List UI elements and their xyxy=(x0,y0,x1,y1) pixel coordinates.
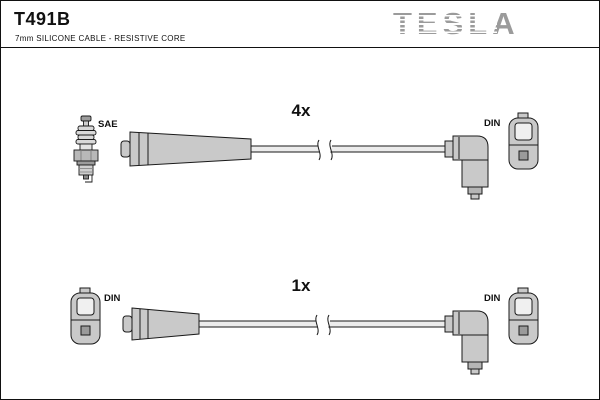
din-terminal-icon-left xyxy=(70,287,101,345)
cable-line xyxy=(198,314,446,336)
cable-break xyxy=(315,315,331,335)
quantity-label-top: 4x xyxy=(291,101,311,120)
logo-stripe-overlay xyxy=(393,8,497,40)
din-terminal-icon xyxy=(508,112,539,170)
terminal-label-sae: SAE xyxy=(98,119,118,130)
terminal-label-din-right: DIN xyxy=(484,118,501,129)
spark-plug-icon xyxy=(73,115,99,183)
cable-diagram-bottom: DIN DIN xyxy=(70,287,539,375)
part-number: T491B xyxy=(14,9,71,29)
straight-boot xyxy=(120,131,252,167)
header: T491B 7mm SILICONE CABLE - RESISTIVE COR… xyxy=(1,1,599,48)
subtitle: 7mm SILICONE CABLE - RESISTIVE CORE xyxy=(15,34,186,43)
cable-diagram-top: SAE DIN xyxy=(73,112,539,200)
terminal-label-din-left: DIN xyxy=(104,293,121,304)
cable-line xyxy=(250,139,446,161)
angled-boot xyxy=(444,135,489,200)
quantity-label-bottom: 1x xyxy=(291,276,311,295)
terminal-label-din-right: DIN xyxy=(484,293,501,304)
straight-boot xyxy=(122,307,200,341)
cable-break xyxy=(317,140,333,160)
din-terminal-icon-right xyxy=(508,287,539,345)
tesla-logo: TESLA xyxy=(393,8,515,40)
angled-boot xyxy=(444,310,489,375)
